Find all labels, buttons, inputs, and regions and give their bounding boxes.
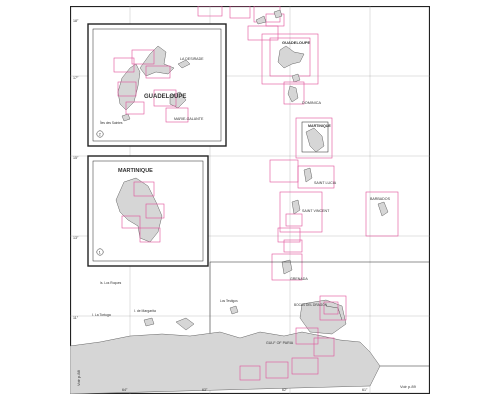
label-dominica: DOMINICA [302, 101, 321, 105]
label-la-desirade: LA DESIRADE [180, 57, 204, 61]
svg-text:17°: 17° [73, 76, 79, 80]
inset-guadeloupe-title: GUADELOUPE [144, 94, 186, 100]
svg-text:15°: 15° [73, 156, 79, 160]
label-saint-vincent: SAINT VINCENT [302, 209, 330, 213]
label-barbados: BARBADOS [370, 197, 391, 201]
svg-text:11°: 11° [73, 316, 79, 320]
guadeloupe-main-chart[interactable]: GUADELOUPE [261, 33, 319, 85]
svg-text:61°: 61° [362, 388, 368, 392]
dominica[interactable]: DOMINICA [283, 81, 321, 105]
south-america-coast: GULF OF PARIA BOCAS DEL DRAGON [70, 261, 430, 394]
grenada[interactable]: GRENADA [271, 253, 308, 281]
label-grenada: GRENADA [290, 277, 308, 281]
svg-text:63°: 63° [202, 388, 208, 392]
svg-text:64°: 64° [122, 388, 128, 392]
label-margarita: I. de Margarita [134, 309, 156, 313]
label-marie-galante: MARIE-GALANTE [174, 117, 204, 121]
longitude-labels: 64° 63° 62° 61° [122, 388, 368, 392]
inset-martinique-title: MARTINIQUE [118, 168, 153, 174]
label-gulf-of-paria: GULF OF PARIA [266, 341, 294, 345]
inset-number-circle [96, 248, 104, 256]
svg-text:18°: 18° [73, 19, 79, 23]
inset-martinique[interactable]: MARTINIQUE 1 [87, 155, 209, 267]
label-saint-lucia: SAINT LUCIA [314, 181, 337, 185]
latitude-labels: 18° 17° 15° 13° 11° [73, 19, 79, 320]
label-martinique-main: MARTINIQUE [308, 124, 331, 128]
inset-number-circle [96, 130, 104, 138]
label-bocas-del-dragon: BOCAS DEL DRAGON [294, 303, 328, 307]
inset-guadeloupe-number: 2 [99, 132, 102, 137]
label-la-tortuga: I. La Tortuga [92, 313, 111, 317]
label-los-roques: Is. Los Roques [100, 281, 122, 285]
martinique-main-chart[interactable]: MARTINIQUE [295, 117, 333, 159]
label-guadeloupe-main: GUADELOUPE [282, 40, 311, 45]
saint-lucia[interactable]: SAINT LUCIA [269, 159, 337, 189]
inset-martinique-number: 1 [99, 250, 102, 255]
label-iles-des-saintes: Îles des Saintes [99, 121, 123, 125]
inset-guadeloupe[interactable]: GUADELOUPE LA DESIRADE MARIE-GALANTE Île… [87, 23, 227, 147]
venezuela-offshore-islands: I. La Tortuga I. de Margarita Los Testig… [92, 281, 239, 331]
footer-right-page-ref: Voir p.89 [400, 384, 417, 389]
island-chain-north [197, 6, 285, 41]
barbados[interactable]: BARBADOS [365, 191, 399, 237]
footer-left-page-ref: Voir p.88 [76, 369, 81, 386]
nautical-chart-index-map: GUADELOUPE LA DESIRADE MARIE-GALANTE Île… [70, 6, 430, 394]
svg-text:13°: 13° [73, 236, 79, 240]
saint-vincent-grenadines[interactable]: SAINT VINCENT [277, 191, 330, 253]
label-los-testigos: Los Testigos [220, 299, 238, 303]
svg-text:62°: 62° [282, 388, 288, 392]
